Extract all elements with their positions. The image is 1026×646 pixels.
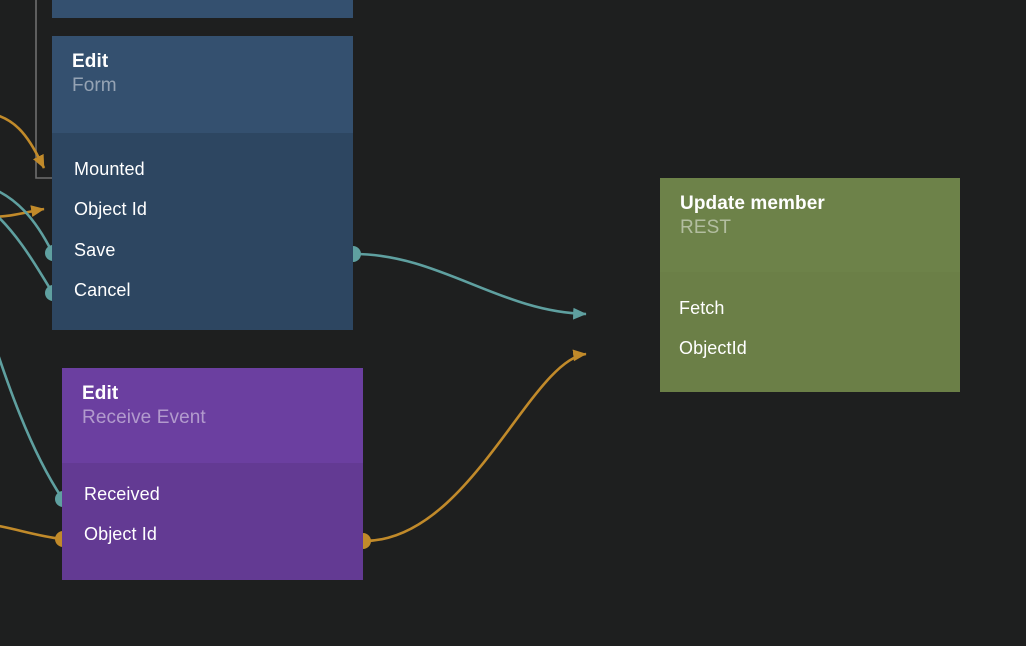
node-edit-receive-event[interactable]: Edit Receive Event Received Object Id (62, 368, 363, 580)
port-fetch-label: Fetch (679, 298, 725, 318)
node-edit-form-subtitle: Form (72, 75, 117, 96)
node-update-member-subtitle: REST (680, 217, 732, 238)
port-received-label: Received (84, 484, 160, 504)
port-save-label: Save (74, 240, 116, 260)
wire-receive-to-objectid (363, 349, 587, 543)
port-cancel-label: Cancel (74, 280, 131, 300)
node-edit-form[interactable]: Edit Form Mounted Object Id Save Cancel (52, 36, 353, 330)
node-edit-receive-event-body: Received Object Id (62, 463, 363, 580)
port-save[interactable]: Save (52, 239, 115, 261)
wire-to-objectid-form (0, 205, 45, 218)
node-edit-receive-event-header[interactable]: Edit Receive Event (62, 368, 363, 463)
port-fetch[interactable]: Fetch (660, 297, 725, 319)
node-update-member-body: Fetch ObjectId (660, 272, 960, 392)
wire-to-mounted (0, 114, 46, 169)
node-edit-receive-event-subtitle: Receive Event (82, 407, 206, 428)
wire-to-cancel (0, 216, 54, 293)
node-partial-top[interactable] (52, 0, 353, 18)
port-objectid-update[interactable]: ObjectId (660, 337, 747, 359)
node-update-member-header[interactable]: Update member REST (660, 178, 960, 272)
port-cancel[interactable]: Cancel (52, 279, 131, 301)
wire-form-to-fetch (353, 252, 587, 320)
port-object-id-form[interactable]: Object Id (52, 198, 147, 220)
port-mounted-label: Mounted (74, 159, 145, 179)
node-edit-form-header[interactable]: Edit Form (52, 36, 353, 133)
node-update-member[interactable]: Update member REST Fetch ObjectId (660, 178, 960, 392)
port-object-id-form-label: Object Id (74, 199, 147, 219)
node-edit-form-title: Edit (72, 51, 109, 72)
port-received[interactable]: Received (62, 483, 160, 505)
port-object-id-receive[interactable]: Object Id (62, 523, 157, 545)
wire-to-save (0, 190, 54, 253)
node-edit-receive-event-title: Edit (82, 383, 119, 404)
wire-to-objectid-receive (0, 524, 63, 541)
node-edit-form-body: Mounted Object Id Save Cancel (52, 133, 353, 330)
port-object-id-receive-label: Object Id (84, 524, 157, 544)
port-mounted[interactable]: Mounted (52, 158, 145, 180)
wire-to-received (0, 356, 64, 499)
node-update-member-title: Update member (680, 193, 825, 214)
port-objectid-update-label: ObjectId (679, 338, 747, 358)
